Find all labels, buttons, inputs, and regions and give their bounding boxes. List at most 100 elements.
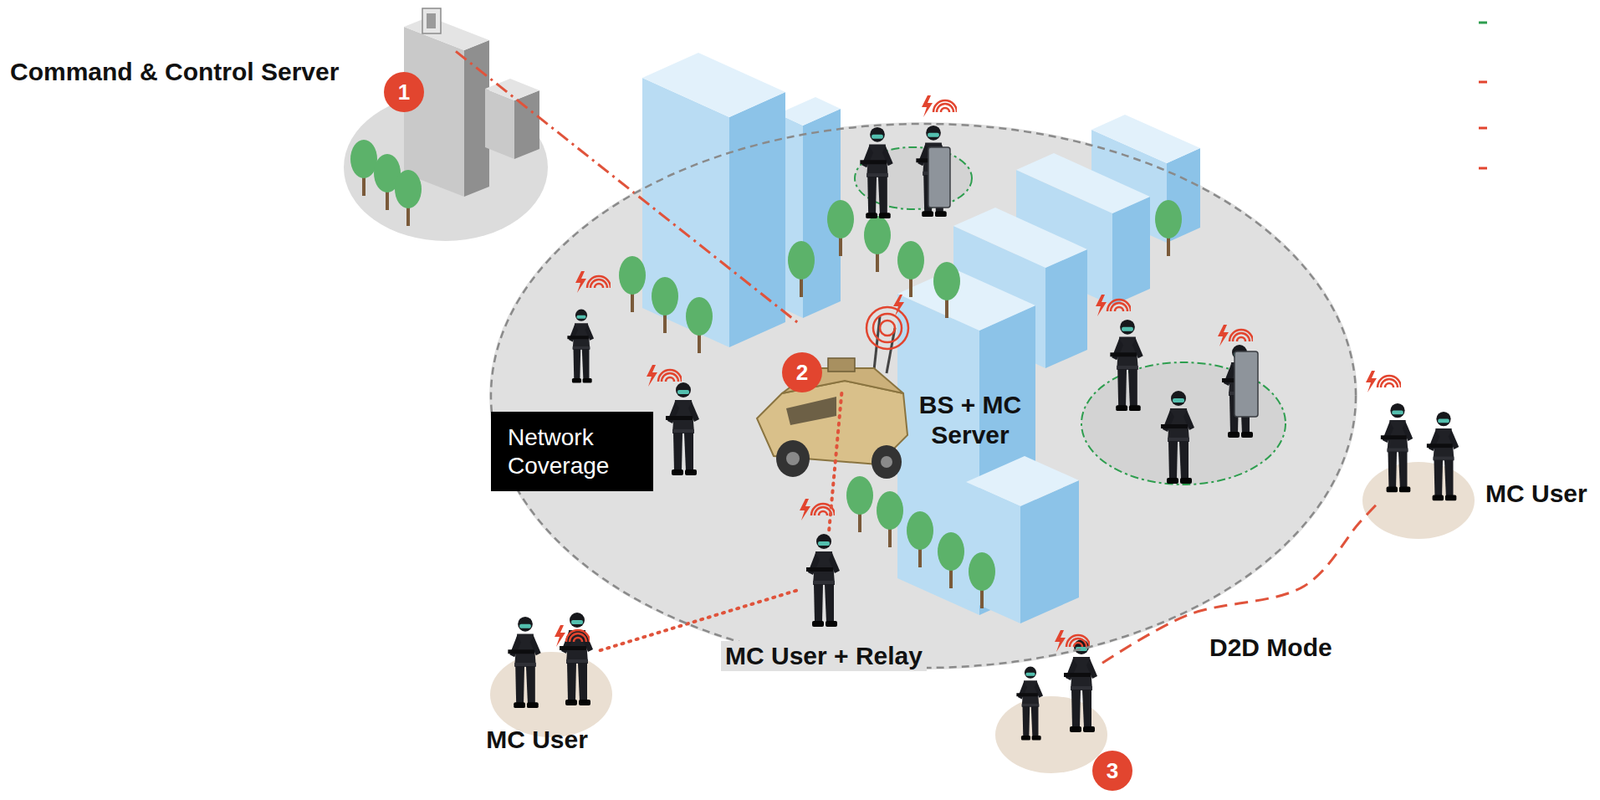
building-roof: [1091, 114, 1201, 164]
soldier: [665, 382, 700, 476]
tree: [876, 490, 904, 547]
vehicle-wheel: [776, 439, 810, 477]
coverage-label: Network Coverage: [490, 411, 654, 491]
building-face: [642, 77, 730, 348]
server-antenna: [426, 13, 436, 29]
soldier: [1063, 638, 1098, 732]
vehicle-antenna: [874, 316, 880, 370]
legend-sample: [1478, 21, 1488, 25]
vehicle-wheel: [786, 451, 800, 466]
legend-sample: [1478, 81, 1488, 84]
soldier: [806, 533, 840, 627]
mc-user-group: MC User: [500, 612, 598, 720]
vehicle-wheel: [880, 455, 893, 468]
vehicle-signal: [866, 306, 909, 349]
base-station-vehicle: 2BS + MC Server: [786, 322, 904, 394]
node-label: BS + MC Server: [907, 389, 1033, 450]
coverage-area: Network Coverage2BS + MC ServerMC User +…: [489, 122, 1358, 670]
building-roof: [403, 16, 490, 51]
tree: [787, 240, 815, 297]
vehicle-signal: [873, 313, 902, 343]
legend-sample: [1478, 127, 1488, 130]
legend-samples: [1478, 22, 1488, 169]
d2d-user-group: 3: [1000, 627, 1103, 756]
node-label: MC User: [1485, 478, 1588, 509]
vehicle: [756, 294, 909, 479]
node-label: MC User: [485, 724, 588, 755]
signal-icon: [1095, 294, 1131, 317]
user-patch: [490, 651, 613, 737]
tree: [618, 255, 646, 312]
city-buildings: [642, 52, 1201, 624]
legend-sample: [1478, 167, 1488, 170]
tree: [863, 215, 891, 272]
tree: [685, 296, 713, 353]
tree: [350, 139, 378, 196]
tree: [827, 199, 854, 256]
tree: [933, 261, 961, 318]
user-patch: [1362, 461, 1475, 539]
soldier: [859, 127, 893, 219]
signal-icon: [921, 95, 957, 118]
coverage-ground: [489, 122, 1358, 670]
server-antenna: [422, 8, 441, 34]
tree: [937, 531, 965, 588]
coverage-outline: [490, 123, 1356, 668]
callout-number: 1: [383, 71, 425, 113]
mc-user-group: MC User: [1377, 398, 1470, 511]
building-roof: [953, 207, 1088, 268]
signal-icon: [1217, 324, 1253, 347]
tree: [846, 475, 874, 532]
backhaul-link: [455, 51, 798, 323]
building-roof: [642, 52, 786, 118]
node-label: MC User + Relay: [720, 640, 927, 671]
soldier: [1380, 403, 1413, 492]
soldier: [567, 309, 594, 384]
building-roof: [1016, 153, 1151, 214]
police-shield: [928, 147, 951, 208]
radio-signals: [554, 95, 1401, 652]
tree: [651, 276, 679, 333]
police-shield: [1234, 351, 1258, 417]
signal-icon: [554, 624, 590, 647]
relay-link: [828, 393, 842, 531]
relay-user: MC User + Relay: [796, 530, 853, 634]
soldier: [1016, 666, 1043, 741]
soldier: [1160, 390, 1195, 484]
building-face: [485, 88, 515, 159]
signal-icon: [575, 270, 611, 293]
building-face: [1112, 196, 1151, 306]
tree: [394, 169, 422, 226]
soldier: [507, 616, 541, 708]
tree: [968, 552, 996, 609]
vehicle-turret: [828, 357, 855, 372]
vehicle-signal: [879, 320, 895, 336]
tree: [1155, 199, 1182, 256]
soldier: [1109, 319, 1143, 411]
signal-icon: [1054, 629, 1090, 652]
trees: [350, 139, 1182, 609]
site-label: Command & Control Server: [10, 56, 339, 87]
signal-icon: [1365, 370, 1401, 393]
soldier: [559, 612, 593, 706]
building-roof: [966, 455, 1079, 507]
server-site: Command & Control Server1: [414, 8, 456, 59]
tree: [906, 511, 934, 568]
building-roof: [777, 97, 841, 126]
lightning-bolt: [893, 294, 905, 317]
callout-number: 3: [1092, 750, 1133, 791]
building-face: [729, 92, 786, 348]
tree: [897, 240, 925, 297]
d2d-link: [1102, 503, 1378, 664]
signal-icon: [646, 364, 682, 387]
signal-icon: [799, 498, 835, 521]
callout-number: 2: [782, 352, 823, 393]
building-face: [1045, 249, 1088, 369]
vehicle-window: [786, 396, 837, 425]
soldier: [1426, 411, 1459, 501]
edge-label: D2D Mode: [1206, 632, 1336, 663]
building-roof: [897, 268, 1036, 331]
